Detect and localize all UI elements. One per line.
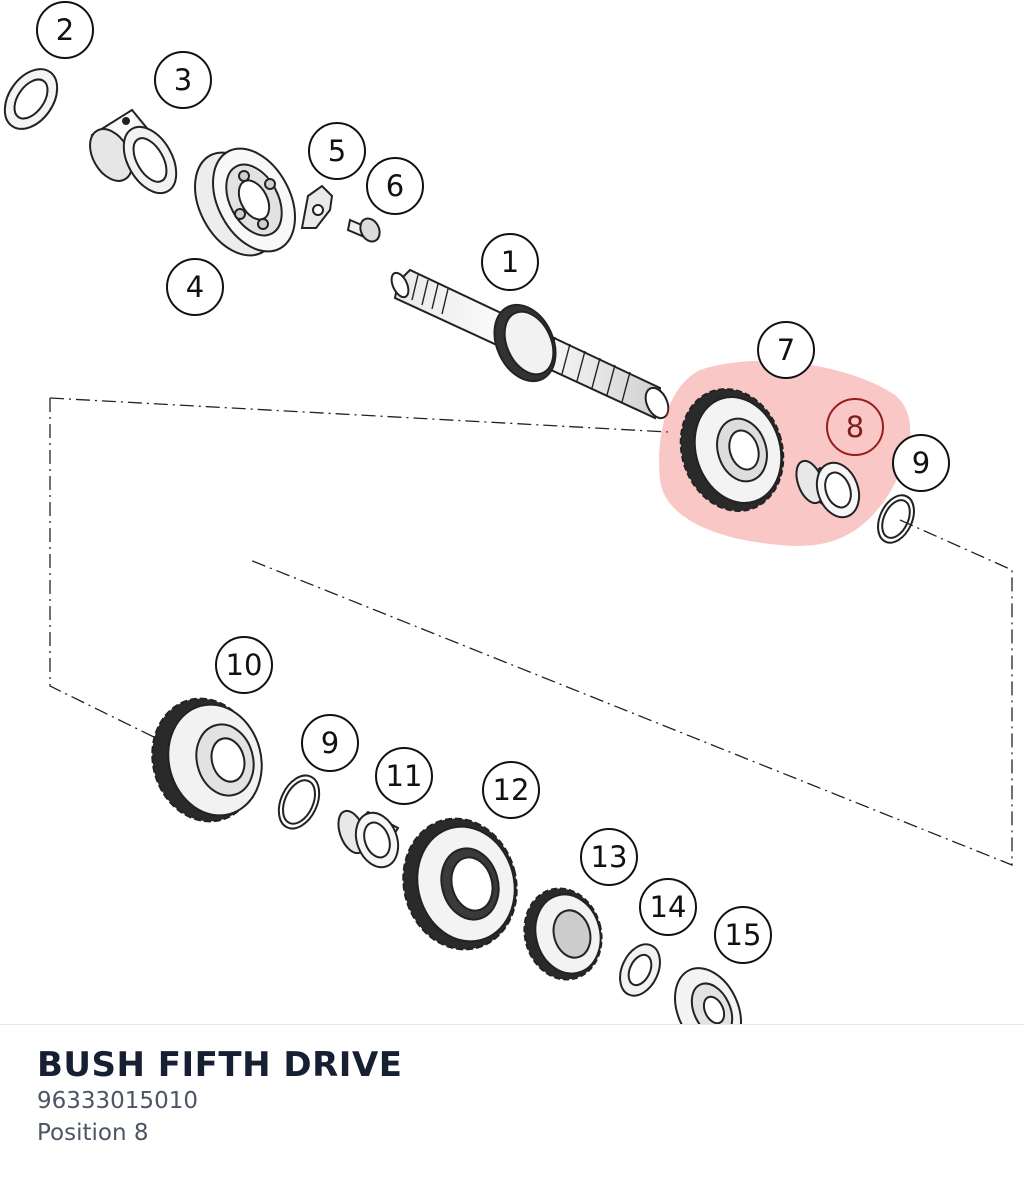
svg-text:13: 13 (591, 840, 628, 874)
svg-text:7: 7 (777, 333, 795, 367)
part-gear-13[interactable] (514, 880, 611, 989)
diagram-canvas: 2 3 5 6 4 1 7 8 9 10 9 11 12 13 14 15 (0, 1, 1013, 1053)
callout-9-lower[interactable]: 9 (301, 714, 359, 772)
callout-7[interactable]: 7 (757, 321, 815, 379)
part-main-shaft-1[interactable] (388, 268, 673, 422)
part-bush-8[interactable] (791, 457, 866, 523)
callout-4[interactable]: 4 (166, 258, 224, 316)
svg-text:2: 2 (56, 13, 74, 47)
callout-2[interactable]: 2 (36, 1, 94, 59)
part-gear-7[interactable] (665, 376, 798, 525)
svg-text:14: 14 (650, 890, 687, 924)
svg-text:6: 6 (386, 169, 404, 203)
part-gear-10[interactable] (139, 687, 274, 834)
svg-text:9: 9 (912, 446, 930, 480)
assembly-guide-lines (49, 397, 1013, 866)
part-sleeve-3[interactable] (81, 108, 187, 202)
callout-3[interactable]: 3 (154, 51, 212, 109)
part-washer-2[interactable] (0, 59, 68, 138)
part-number: 96333015010 (37, 1088, 198, 1114)
part-bolt-6[interactable] (346, 215, 383, 244)
callout-10[interactable]: 10 (215, 636, 273, 694)
part-bearing-4[interactable] (178, 135, 311, 270)
svg-text:1: 1 (501, 245, 519, 279)
part-circlip-9-lower[interactable] (271, 769, 327, 835)
callout-5[interactable]: 5 (308, 122, 366, 180)
callout-9-upper[interactable]: 9 (892, 434, 950, 492)
part-bush-11[interactable] (333, 807, 405, 873)
svg-text:12: 12 (493, 773, 530, 807)
callout-13[interactable]: 13 (580, 828, 638, 886)
callout-11[interactable]: 11 (375, 747, 433, 805)
callout-12[interactable]: 12 (482, 761, 540, 819)
part-bearing-15[interactable] (662, 957, 754, 1053)
svg-text:11: 11 (386, 759, 423, 793)
svg-text:5: 5 (328, 134, 346, 168)
svg-text:3: 3 (174, 63, 192, 97)
svg-text:9: 9 (321, 726, 339, 760)
callout-1[interactable]: 1 (481, 233, 539, 291)
callouts: 2 3 5 6 4 1 7 8 9 10 9 11 12 13 14 15 (36, 1, 950, 964)
part-info-panel: BUSH FIFTH DRIVE 96333015010 Position 8 (0, 1024, 1024, 1178)
svg-text:10: 10 (226, 648, 263, 682)
svg-text:4: 4 (186, 270, 204, 304)
callout-6[interactable]: 6 (366, 157, 424, 215)
part-washer-14[interactable] (612, 938, 667, 1002)
callout-14[interactable]: 14 (639, 878, 697, 936)
svg-text:8: 8 (846, 410, 864, 444)
part-position: Position 8 (37, 1120, 149, 1146)
callout-15[interactable]: 15 (714, 906, 772, 964)
part-title: BUSH FIFTH DRIVE (37, 1045, 403, 1085)
part-circlip-9-upper[interactable] (871, 490, 921, 549)
exploded-parts-diagram: 2 3 5 6 4 1 7 8 9 10 9 11 12 13 14 15 (0, 1, 1013, 1053)
part-gear-12[interactable] (389, 806, 531, 962)
svg-text:15: 15 (725, 918, 762, 952)
part-plate-5[interactable] (300, 184, 334, 229)
callout-8-selected[interactable]: 8 (826, 398, 884, 456)
